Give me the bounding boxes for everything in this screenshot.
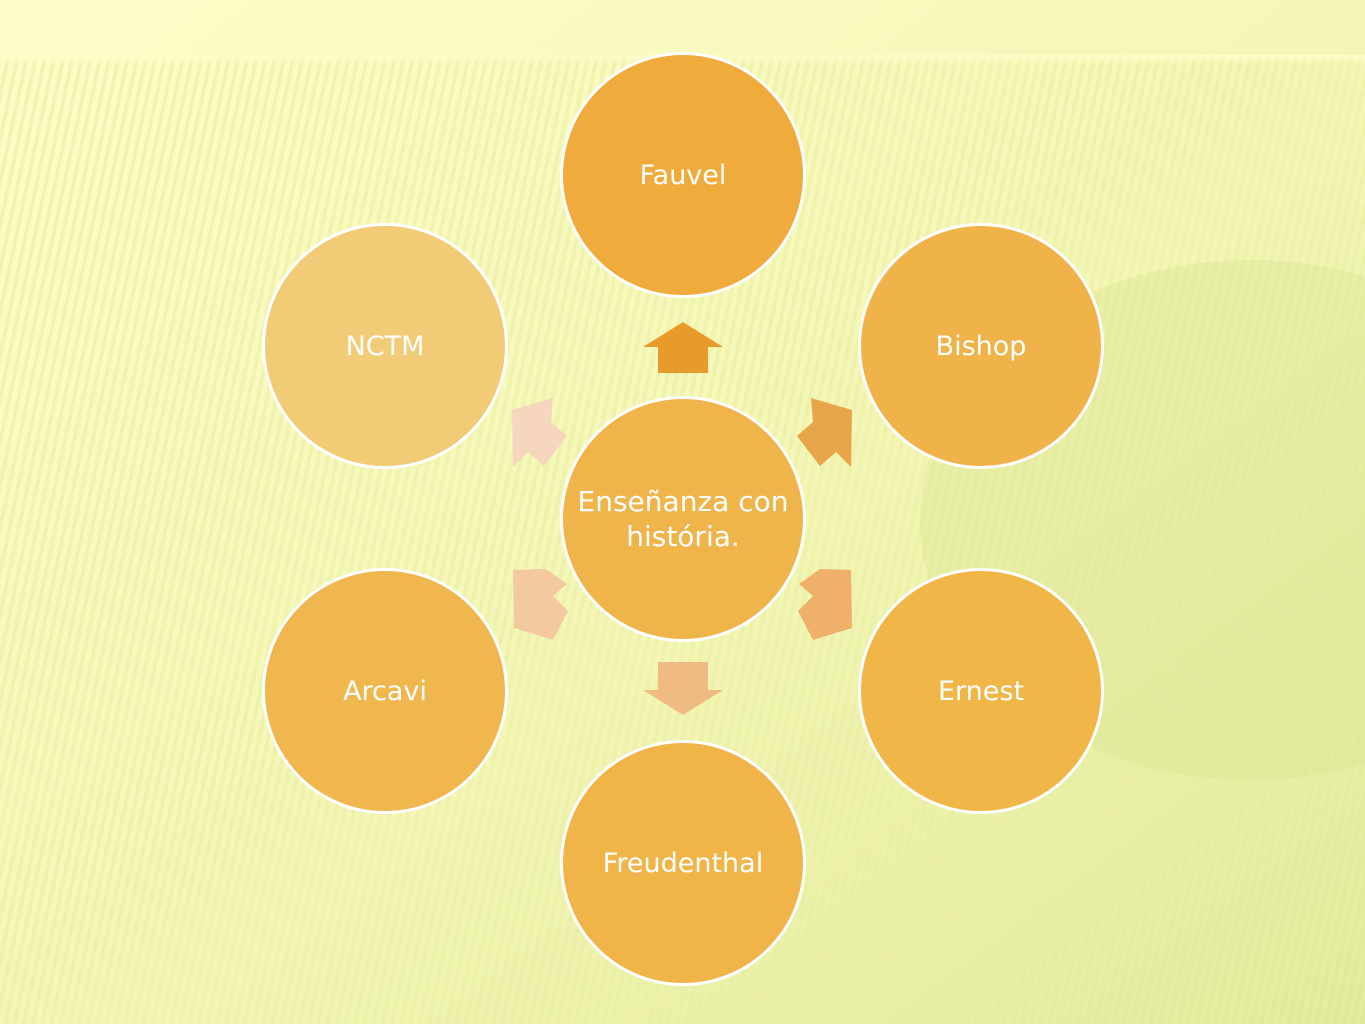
node-arcavi-label: Arcavi xyxy=(343,675,427,707)
center-node-label: Enseñanza con história. xyxy=(577,485,789,553)
node-fauvel: Fauvel xyxy=(560,52,806,298)
arrow-to-freudenthal xyxy=(643,662,723,715)
node-freudenthal: Freudenthal xyxy=(560,740,806,986)
node-freudenthal-label: Freudenthal xyxy=(602,847,764,879)
node-ernest-label: Ernest xyxy=(937,675,1025,707)
arrow-to-ernest xyxy=(798,569,852,640)
arrow-to-bishop xyxy=(797,398,852,467)
node-fauvel-label: Fauvel xyxy=(639,159,727,191)
node-ernest: Ernest xyxy=(858,568,1104,814)
node-bishop: Bishop xyxy=(858,223,1104,469)
node-arcavi: Arcavi xyxy=(262,568,508,814)
node-nctm-label: NCTM xyxy=(345,330,425,362)
center-node: Enseñanza con história. xyxy=(560,396,806,642)
arrow-to-nctm xyxy=(512,398,567,467)
node-bishop-label: Bishop xyxy=(935,330,1027,362)
node-nctm: NCTM xyxy=(262,223,508,469)
arrow-to-fauvel xyxy=(643,322,723,373)
arrow-to-arcavi xyxy=(513,569,568,640)
